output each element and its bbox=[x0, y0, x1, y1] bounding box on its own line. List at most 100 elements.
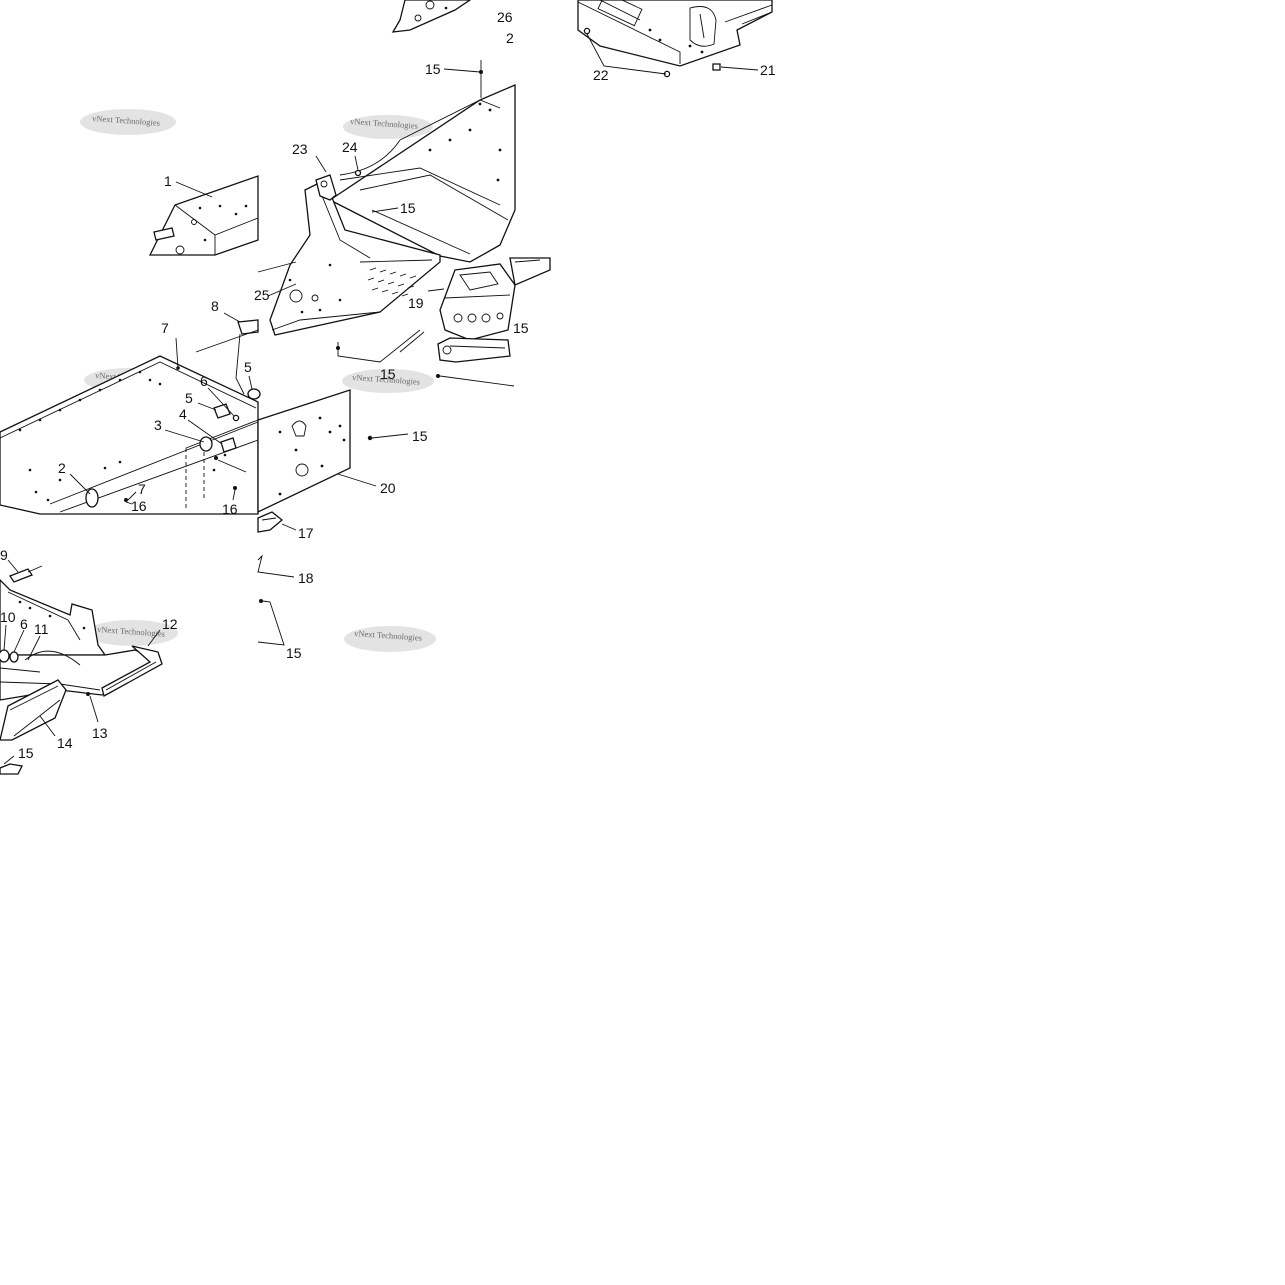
callout-16-b: 16 bbox=[222, 501, 238, 517]
watermark-text: vNext Technologies bbox=[97, 624, 165, 639]
leader-7 bbox=[217, 459, 247, 473]
callout-15-bottom: 15 bbox=[286, 645, 302, 661]
callout-17: 17 bbox=[298, 525, 314, 541]
fastener-6 bbox=[232, 414, 240, 422]
foot-strap bbox=[437, 337, 511, 363]
callout-20: 20 bbox=[380, 480, 396, 496]
callout-23: 23 bbox=[292, 141, 308, 157]
leader-3 bbox=[164, 429, 205, 443]
watermark-6: vNext Technologies bbox=[344, 626, 436, 652]
tunnel-rear-section bbox=[577, 0, 773, 67]
callout-24: 24 bbox=[342, 139, 358, 155]
watermark-2: vNext Technologies bbox=[343, 115, 433, 139]
leader-18 bbox=[257, 554, 295, 578]
bushing-4 bbox=[220, 437, 237, 453]
leader-6b bbox=[13, 629, 25, 653]
callout-15-right: 15 bbox=[513, 320, 529, 336]
chassis-top-edge bbox=[195, 329, 259, 353]
watermark-5: vNext Technologies bbox=[86, 620, 178, 646]
fastener-13 bbox=[86, 692, 90, 696]
callout-14: 14 bbox=[57, 735, 73, 751]
callout-3: 3 bbox=[154, 417, 162, 433]
leader-24 bbox=[354, 155, 359, 171]
callout-15-lower: 15 bbox=[380, 366, 396, 382]
leader-25 bbox=[267, 283, 297, 297]
bumper-bracket-19 bbox=[439, 257, 551, 341]
callout-19: 19 bbox=[408, 295, 424, 311]
fastener-21 bbox=[712, 63, 721, 71]
callout-15-bottom-left: 15 bbox=[18, 745, 34, 761]
callout-1: 1 bbox=[164, 173, 172, 189]
footrest-frame bbox=[328, 84, 516, 263]
fastener-7 bbox=[214, 456, 218, 460]
leader-14 bbox=[39, 715, 56, 737]
watermark-text: vNext Technologies bbox=[350, 116, 418, 131]
leader-9 bbox=[7, 559, 19, 573]
rear-bracket-fragment bbox=[391, 0, 472, 33]
leader-6 bbox=[207, 387, 235, 417]
rail-12 bbox=[101, 645, 163, 697]
callout-5-b: 5 bbox=[244, 359, 252, 375]
callout-26: 26 bbox=[497, 9, 513, 25]
leader-11 bbox=[27, 635, 41, 661]
callout-13: 13 bbox=[92, 725, 108, 741]
leader-17 bbox=[281, 523, 297, 531]
leader-7b bbox=[127, 491, 137, 501]
bushing-3 bbox=[199, 436, 213, 452]
leader-13 bbox=[89, 695, 99, 723]
leader-19 bbox=[427, 288, 445, 292]
bracket-8 bbox=[237, 319, 259, 335]
callout-7: 7 bbox=[161, 320, 169, 336]
leader-lower-right bbox=[439, 375, 515, 387]
leader-12 bbox=[147, 629, 161, 647]
leader-20 bbox=[337, 473, 377, 487]
leader-side-panel bbox=[257, 261, 297, 273]
leader-15-lower bbox=[337, 329, 421, 363]
clip-17 bbox=[257, 511, 284, 533]
leader-10 bbox=[3, 624, 7, 651]
callout-12: 12 bbox=[162, 616, 178, 632]
leader-22 bbox=[586, 33, 667, 75]
callout-25: 25 bbox=[254, 287, 270, 303]
callout-2: 2 bbox=[58, 460, 66, 476]
callout-7-b: 7 bbox=[138, 481, 146, 497]
callout-9: 9 bbox=[0, 547, 8, 563]
leader-8 bbox=[223, 312, 241, 323]
front-support-bracket bbox=[0, 579, 107, 656]
leader-21 bbox=[720, 66, 759, 71]
fastener-15-bottom bbox=[259, 599, 263, 603]
leader-5 bbox=[197, 402, 217, 411]
watermark-4: vNext Technologies bbox=[342, 369, 434, 393]
callout-27: 2 bbox=[506, 30, 514, 46]
callout-15-top: 15 bbox=[425, 61, 441, 77]
side-panel-25 bbox=[269, 179, 441, 336]
fastener-16a bbox=[124, 498, 128, 502]
leader-1 bbox=[175, 181, 213, 198]
callout-15-plate: 15 bbox=[412, 428, 428, 444]
chassis-main-panel bbox=[0, 355, 259, 515]
bushing-5b bbox=[247, 388, 261, 400]
leader-15-bottom bbox=[257, 600, 285, 646]
fastener-lower-right bbox=[436, 374, 440, 378]
callout-4: 4 bbox=[179, 406, 187, 422]
callout-18: 18 bbox=[298, 570, 314, 586]
mounting-plate-20 bbox=[257, 389, 351, 514]
bolt-9-shaft bbox=[27, 565, 43, 573]
tunnel-front-1 bbox=[148, 175, 259, 256]
bolt-9 bbox=[9, 568, 33, 583]
leader-15-bottom-left bbox=[3, 755, 15, 765]
callout-5: 5 bbox=[185, 390, 193, 406]
cable-8 bbox=[235, 333, 245, 395]
leader-4 bbox=[187, 419, 223, 445]
fastener-24 bbox=[354, 169, 362, 177]
callout-6: 6 bbox=[200, 373, 208, 389]
leader-15-bumper bbox=[399, 331, 425, 353]
callout-16: 16 bbox=[131, 498, 147, 514]
clip-15-bottom-left bbox=[0, 763, 23, 775]
callout-15-mid: 15 bbox=[400, 200, 416, 216]
callout-6-b: 6 bbox=[20, 616, 28, 632]
fastener-15-plate bbox=[367, 435, 373, 441]
leader-7-top bbox=[175, 337, 179, 369]
leader-5b bbox=[248, 375, 253, 390]
